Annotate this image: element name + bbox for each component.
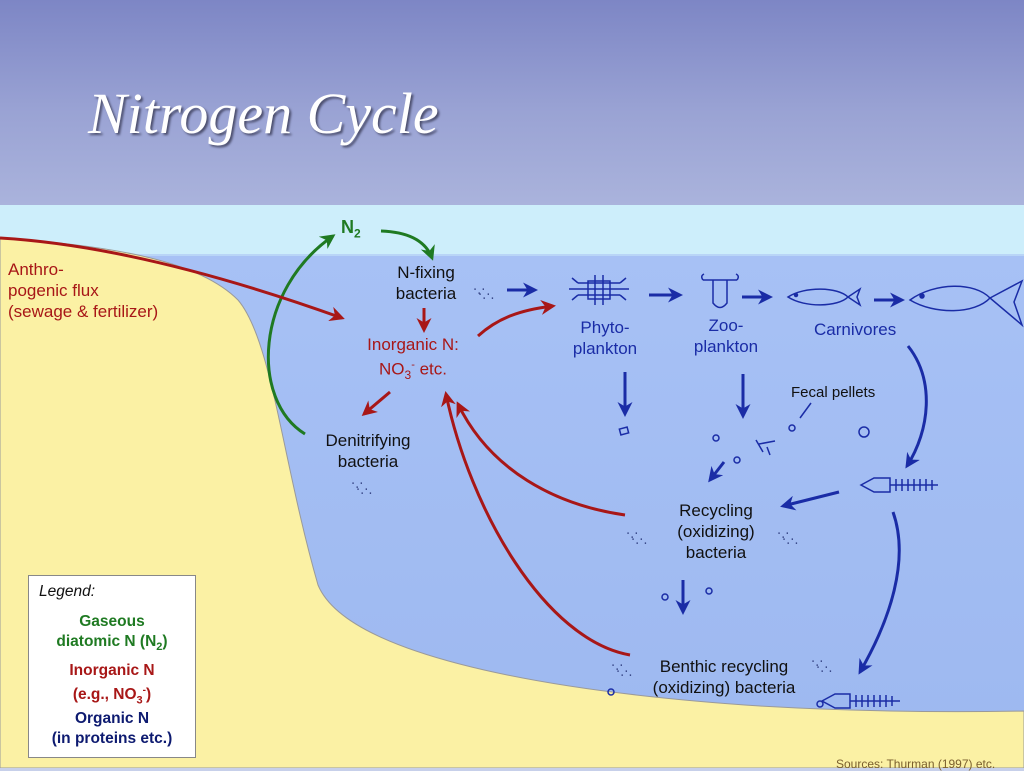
arrow-inorganic-to-phytoplankton: [476, 300, 556, 338]
svg-text:·.·: ·.·: [473, 283, 485, 298]
bacteria-dots-benthic: ·.··.·. ·.··.·.: [611, 655, 833, 680]
bacteria-dots-recycling: ·.··.·. ·.··.·.: [626, 527, 799, 548]
carnivores-label: Carnivores: [814, 320, 897, 339]
svg-text:·.·.: ·.·.: [356, 483, 373, 498]
svg-text:·.·: ·.·: [626, 527, 638, 542]
small-fish-icon: [786, 287, 862, 307]
zooplankton-icon: [700, 273, 740, 309]
fecal-pellets-label: Fecal pellets: [791, 384, 876, 401]
bacteria-dots-nfixing: ·.··.·.: [473, 283, 495, 303]
arrow-inorganic-to-denitrifying: [361, 390, 391, 416]
svg-text:·.·: ·.·: [351, 477, 363, 492]
legend-gaseous: Gaseous diatomic N (N2): [56, 613, 168, 654]
svg-text:·.·.: ·.·.: [782, 533, 799, 548]
anthropogenic-flux-label: Anthro-pogenic flux(sewage & fertilizer): [8, 260, 159, 321]
slide-header: Nitrogen Cycle: [0, 0, 1024, 205]
svg-text:·.·.: ·.·.: [816, 661, 833, 676]
fish-skeleton-bottom-icon: [820, 693, 900, 709]
arrow-pellets-to-recycling: [708, 461, 726, 483]
n2-label: N2: [341, 217, 361, 241]
bacteria-dots-denitrifying: ·.··.·.: [351, 477, 373, 498]
phytoplankton-icon: [569, 275, 629, 305]
legend-title: Legend:: [39, 583, 96, 600]
fecal-pellets-pointer: [799, 402, 812, 419]
inorganic-n-label: Inorganic N: NO3- etc.: [367, 335, 459, 383]
recycling-bacteria-label: Recycling(oxidizing)bacteria: [677, 501, 755, 562]
svg-text:·.·.: ·.·.: [478, 288, 495, 303]
svg-text:·.·: ·.·: [611, 659, 623, 674]
fish-skeleton-icon: [859, 477, 938, 493]
legend-organic: Organic N(in proteins etc.): [51, 710, 173, 747]
svg-text:·.·.: ·.·.: [631, 533, 648, 548]
large-fish-icon: [908, 279, 1024, 328]
air-band: [0, 205, 1024, 257]
svg-text:·.·: ·.·: [811, 655, 823, 670]
sinking-particles: [607, 402, 870, 708]
benthic-recycling-label: Benthic recycling(oxidizing) bacteria: [652, 657, 796, 697]
svg-text:·.·.: ·.·.: [616, 665, 633, 680]
arrow-denitrification-to-n2: [266, 234, 336, 436]
legend-box: Legend: Gaseous diatomic N (N2) Inorgani…: [28, 575, 196, 758]
svg-text:·.·: ·.·: [777, 527, 789, 542]
arrow-anthropogenic-flux: [0, 236, 345, 322]
arrow-n2-to-nfixing: [380, 229, 435, 261]
arrow-benthic-to-inorganic: [441, 391, 631, 657]
arrow-skeleton-to-benthic: [858, 511, 901, 675]
legend-inorganic: Inorganic N (e.g., NO3-): [69, 662, 155, 707]
arrow-carnivore-death: [905, 345, 928, 469]
arrow-skeleton-to-recycling: [780, 490, 840, 511]
sources-citation: Sources: Thurman (1997) etc.: [836, 757, 996, 771]
arrow-recycling-to-inorganic: [456, 401, 626, 517]
slide-title: Nitrogen Cycle: [88, 81, 439, 146]
zooplankton-label: Zoo-plankton: [693, 316, 759, 356]
phytoplankton-label: Phyto-plankton: [572, 318, 638, 358]
seafloor-land: [0, 237, 1024, 768]
